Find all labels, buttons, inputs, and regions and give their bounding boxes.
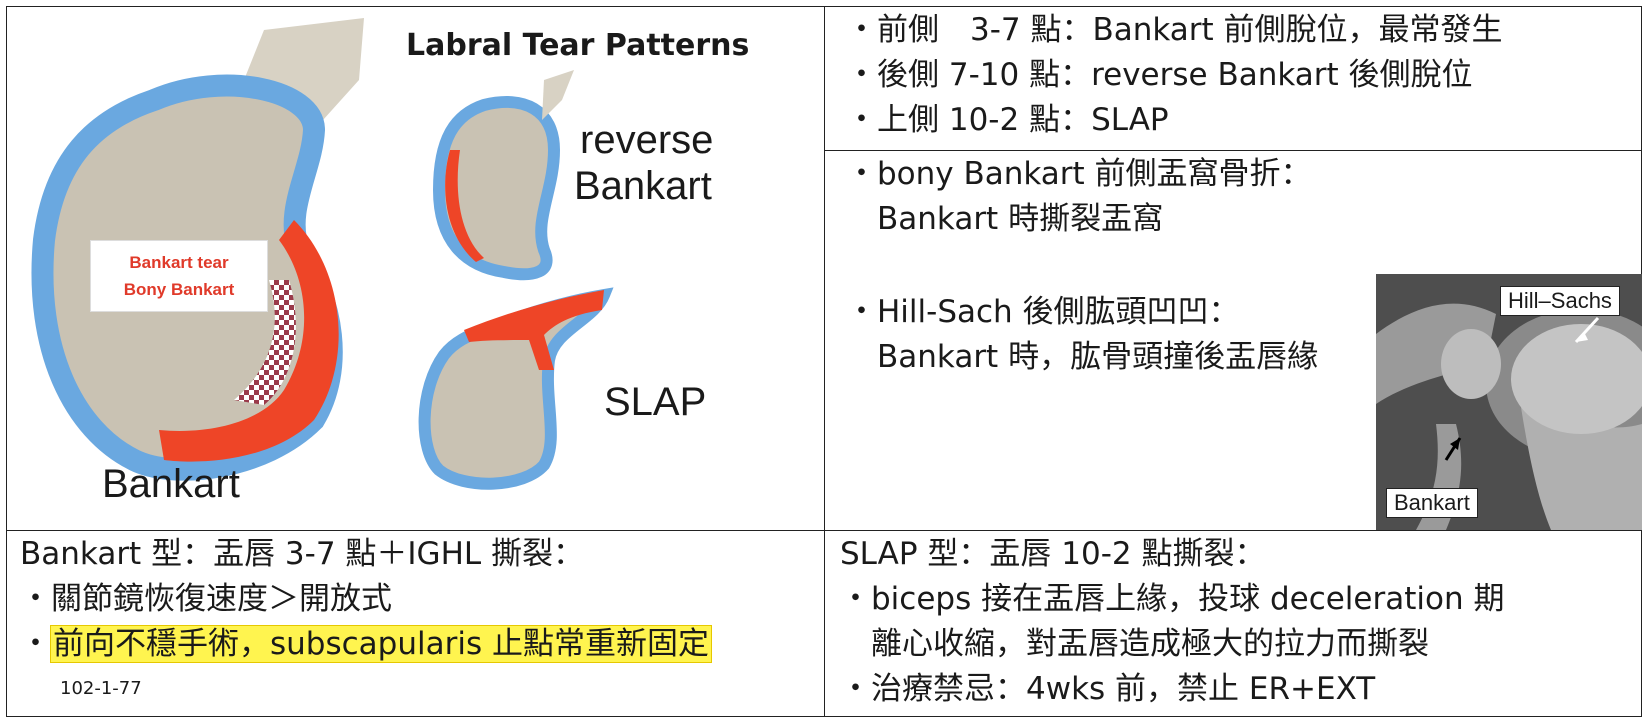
list-item: Bankart 時，肱骨頭撞後盂唇緣 — [846, 338, 1319, 375]
box-label-line1: Bankart tear — [129, 253, 229, 272]
reverse-bankart-tear — [445, 150, 484, 262]
section-heading: Bankart 型：盂唇 3-7 點＋IGHL 撕裂： — [20, 536, 585, 572]
list-item: ・治療禁忌：4wks 前，禁止 ER+EXT — [840, 670, 1376, 707]
list-item: ・前側 3-7 點：Bankart 前側脫位，最常發生 — [846, 12, 1503, 48]
slap-tear — [464, 290, 604, 370]
right-row-divider — [824, 150, 1642, 151]
bankart-type-section: Bankart 型：盂唇 3-7 點＋IGHL 撕裂： ・關節鏡恢復速度＞開放式… — [20, 532, 712, 667]
labral-tear-illustration: Labral Tear Patterns reverse Bankart SLA… — [14, 10, 814, 525]
bullet: ・ — [20, 625, 51, 662]
section-heading: SLAP 型：盂唇 10-2 點撕裂： — [840, 536, 1266, 572]
bony-bankart-text: ・bony Bankart 前側盂窩骨折： Bankart 時撕裂盂窩 — [846, 152, 1312, 242]
list-item: ・後側 7-10 點：reverse Bankart 後側脫位 — [846, 56, 1473, 93]
highlighted-text: 前向不穩手術，subscapularis 止點常重新固定 — [50, 624, 712, 663]
glenoid-reverse — [432, 96, 561, 281]
box-label-line2: Bony Bankart — [123, 280, 235, 300]
bankart-tear-region — [159, 220, 339, 462]
list-item: ・上側 10-2 點：SLAP — [846, 101, 1169, 138]
reference-code: 102-1-77 — [60, 678, 142, 699]
label-reverse-1: reverse — [580, 118, 714, 162]
hill-sach-text: ・Hill-Sach 後側肱頭凹凹： Bankart 時，肱骨頭撞後盂唇緣 — [846, 290, 1318, 380]
illustration-title: Labral Tear Patterns — [406, 28, 750, 63]
xray-label-bankart: Bankart — [1386, 488, 1478, 518]
list-item: ・bony Bankart 前側盂窩骨折： — [846, 156, 1312, 192]
label-reverse-2: Bankart — [574, 164, 712, 208]
list-item: Bankart 時撕裂盂窩 — [846, 200, 1164, 237]
tear-location-list: ・前側 3-7 點：Bankart 前側脫位，最常發生 ・後側 7-10 點：r… — [846, 8, 1503, 143]
list-item: ・關節鏡恢復速度＞開放式 — [20, 580, 392, 617]
list-item: ・Hill-Sach 後側肱頭凹凹： — [846, 294, 1240, 330]
bony-bankart-region — [234, 280, 296, 405]
slap-type-section: SLAP 型：盂唇 10-2 點撕裂： ・biceps 接在盂唇上緣，投球 de… — [840, 532, 1504, 712]
column-divider — [824, 6, 825, 717]
list-item: ・前向不穩手術，subscapularis 止點常重新固定 — [20, 622, 712, 667]
list-item: 離心收縮，對盂唇造成極大的拉力而撕裂 — [840, 625, 1429, 662]
shoulder-xray-image: Hill–Sachs Bankart — [1376, 274, 1642, 530]
label-slap: SLAP — [604, 380, 707, 424]
list-item: ・biceps 接在盂唇上緣，投球 deceleration 期 — [840, 580, 1505, 617]
bankart-box-label: Bankart tear Bony Bankart — [90, 240, 268, 313]
label-bankart: Bankart — [102, 462, 240, 506]
row-divider — [6, 530, 1642, 531]
xray-label-hill-sachs: Hill–Sachs — [1500, 286, 1620, 316]
